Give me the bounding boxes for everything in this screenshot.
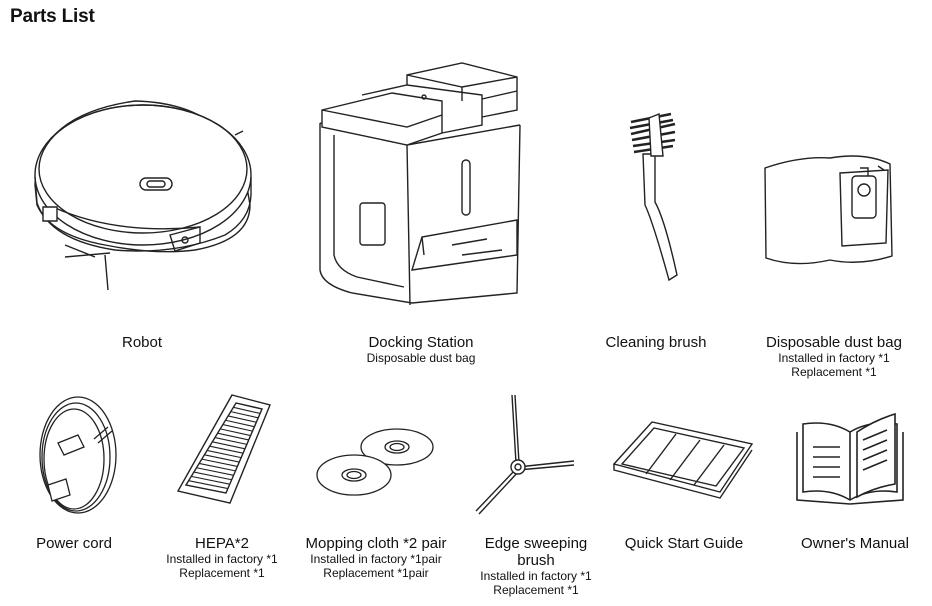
part-label-power-cord: Power cord (36, 535, 112, 552)
part-name: Mopping cloth *2 pair (305, 535, 447, 552)
part-note: Installed in factory *1 (166, 552, 278, 566)
part-name: Owner's Manual (801, 535, 909, 552)
quick-start-guide-icon (612, 420, 757, 495)
part-label-dust-bag: Disposable dust bag Installed in factory… (766, 334, 902, 379)
robot-vacuum-icon (25, 95, 265, 295)
part-label-edge-sweeping-brush: Edge sweeping brush Installed in factory… (471, 535, 601, 597)
part-name: Edge sweeping brush (484, 535, 588, 569)
part-label-cleaning-brush: Cleaning brush (606, 334, 707, 351)
part-label-quick-start-guide: Quick Start Guide (625, 535, 743, 552)
part-note: Installed in factory *1 (480, 569, 592, 583)
hepa-filter-icon (170, 393, 275, 513)
part-name: Robot (121, 334, 163, 351)
part-note: Installed in factory *1pair (310, 552, 442, 566)
edge-sweeping-brush-icon (472, 393, 582, 523)
part-name: Disposable dust bag (766, 334, 902, 351)
part-note: Installed in factory *1 (778, 351, 890, 365)
part-note: Replacement *1 (791, 365, 877, 379)
mopping-cloth-icon (312, 425, 437, 505)
part-note: Replacement *1 (179, 566, 265, 580)
part-name: Power cord (36, 535, 112, 552)
part-label-hepa: HEPA*2 Installed in factory *1 Replaceme… (166, 535, 277, 580)
part-note: Replacement *1 (493, 583, 579, 597)
part-label-robot: Robot (122, 334, 162, 351)
part-name: Docking Station (368, 334, 474, 351)
docking-station-icon (312, 55, 527, 305)
part-name: HEPA*2 (195, 535, 249, 552)
dust-bag-icon (760, 148, 900, 268)
power-cord-icon (28, 395, 128, 525)
part-name: Quick Start Guide (624, 535, 744, 552)
part-label-owners-manual: Owner's Manual (801, 535, 909, 552)
part-note: Disposable dust bag (366, 351, 476, 365)
part-name: Cleaning brush (605, 334, 707, 351)
page-title: Parts List (10, 6, 95, 27)
part-label-mopping-cloth: Mopping cloth *2 pair Installed in facto… (306, 535, 447, 580)
part-note: Replacement *1pair (323, 566, 429, 580)
part-label-docking-station: Docking Station Disposable dust bag (367, 334, 476, 365)
owners-manual-icon (795, 412, 905, 507)
cleaning-brush-icon (625, 110, 685, 285)
